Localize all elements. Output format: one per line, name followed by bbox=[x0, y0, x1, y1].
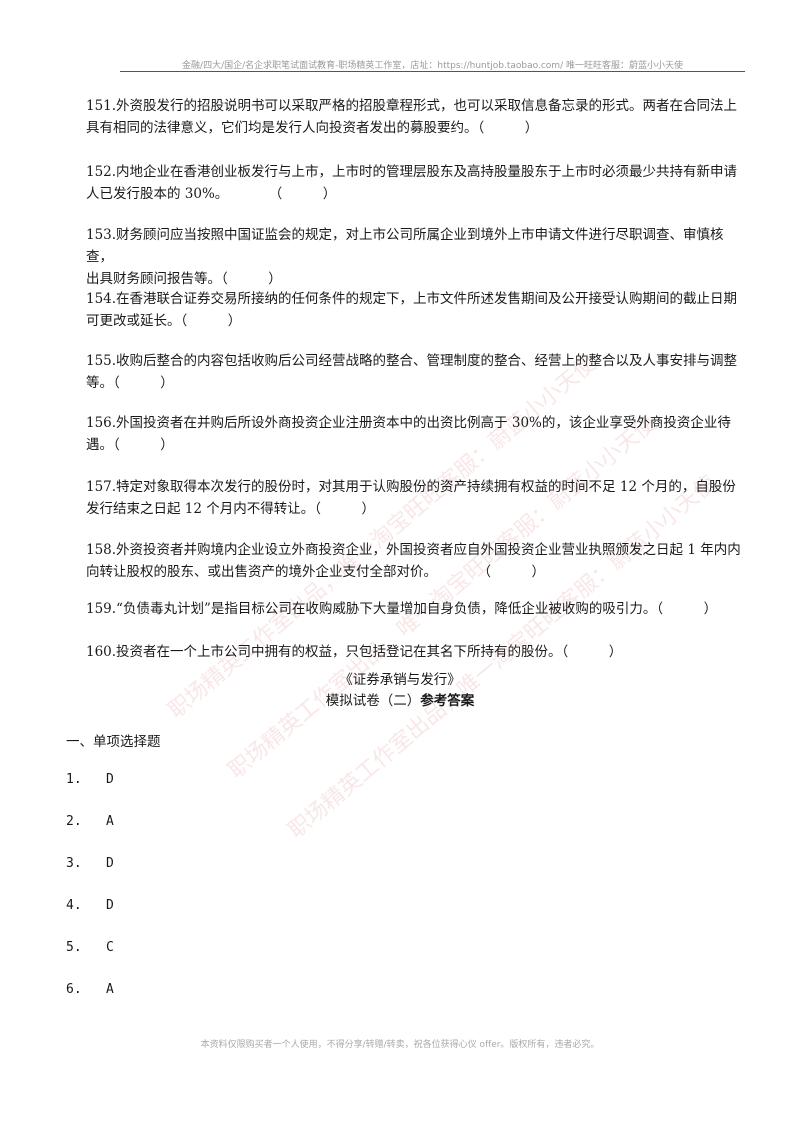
question-158: 158.外资投资者并购境内企业设立外商投资企业，外国投资者应自外国投资企业营业执… bbox=[86, 539, 746, 583]
question-155: 155.收购后整合的内容包括收购后公司经营战略的整合、管理制度的整合、经营上的整… bbox=[86, 350, 746, 394]
answer-item: 6. A bbox=[66, 982, 114, 997]
watermark: 职场精英工作室出品，唯一淘宝旺旺客服：蔚蓝小小天使 bbox=[223, 411, 662, 784]
question-157: 157.特定对象取得本次发行的股份时，对其用于认购股份的资产持续拥有权益的时间不… bbox=[86, 476, 746, 520]
answer-title: 《证券承销与发行》 bbox=[339, 672, 461, 688]
question-text-line: 发行结束之日起 12 个月内不得转让。（ ） bbox=[86, 501, 376, 517]
answer-letter: C bbox=[106, 940, 114, 955]
answer-item: 2. A bbox=[66, 814, 114, 829]
answer-letter: D bbox=[106, 856, 114, 871]
question-159: 159.“负债毒丸计划”是指目标公司在收购威胁下大量增加自身负债，降低企业被收购… bbox=[86, 598, 746, 620]
question-160: 160.投资者在一个上市公司中拥有的权益，只包括登记在其名下所持有的股份。（ ） bbox=[86, 641, 746, 663]
header-rule bbox=[120, 71, 745, 72]
question-text-line: 遇。（ ） bbox=[86, 437, 174, 453]
question-text-line: 158.外资投资者并购境内企业设立外商投资企业，外国投资者应自外国投资企业营业执… bbox=[86, 542, 741, 558]
answer-number: 5. bbox=[66, 940, 82, 955]
question-text-line: 等。（ ） bbox=[86, 375, 174, 391]
question-text-line: 157.特定对象取得本次发行的股份时，对其用于认购股份的资产持续拥有权益的时间不… bbox=[86, 479, 736, 495]
answer-item: 1. D bbox=[66, 772, 114, 787]
question-text-line: 152.内地企业在香港创业板发行与上市，上市时的管理层股东及高持股量股东于上市时… bbox=[86, 164, 738, 180]
answer-subtitle-normal: 模拟试卷（二） bbox=[325, 693, 421, 709]
answer-subtitle-bold: 参考答案 bbox=[420, 693, 475, 709]
page-footer: 本资料仅限购买者一个人使用，不得分享/转赠/转卖，祝各位获得心仪 offer。版… bbox=[200, 1040, 600, 1050]
answer-item: 5. C bbox=[66, 940, 114, 955]
question-153: 153.财务顾问应当按照中国证监会的规定，对上市公司所属企业到境外上市申请文件进… bbox=[86, 224, 746, 290]
section-heading: 一、单项选择题 bbox=[66, 734, 161, 750]
question-text-line: 151.外资股发行的招股说明书可以采取严格的招股章程形式，也可以采取信息备忘录的… bbox=[86, 98, 738, 114]
question-text-line: 155.收购后整合的内容包括收购后公司经营战略的整合、管理制度的整合、经营上的整… bbox=[86, 353, 738, 369]
answer-letter: A bbox=[106, 814, 114, 829]
question-text-line: 156.外国投资者在并购后所设外商投资企业注册资本中的出资比例高于 30%的，该… bbox=[86, 415, 731, 431]
question-text-line: 160.投资者在一个上市公司中拥有的权益，只包括登记在其名下所持有的股份。（ ） bbox=[86, 644, 623, 660]
question-154: 154.在香港联合证券交易所接纳的任何条件的规定下，上市文件所述发售期间及公开接… bbox=[86, 288, 746, 332]
answer-letter: A bbox=[106, 982, 114, 997]
question-text-line: 153.财务顾问应当按照中国证监会的规定，对上市公司所属企业到境外上市申请文件进… bbox=[86, 227, 724, 265]
question-156: 156.外国投资者在并购后所设外商投资企业注册资本中的出资比例高于 30%的，该… bbox=[86, 412, 746, 456]
question-text-line: 159.“负债毒丸计划”是指目标公司在收购威胁下大量增加自身负债，降低企业被收购… bbox=[86, 601, 718, 617]
answer-item: 3. D bbox=[66, 856, 114, 871]
page-header: 金融/四大/国企/名企求职笔试面试教育-职场精英工作室，店址：https://h… bbox=[182, 61, 683, 71]
answer-item: 4. D bbox=[66, 898, 114, 913]
question-text-line: 向转让股权的股东、或出售资产的境外企业支付全部对价。 （ ） bbox=[86, 564, 545, 580]
question-text-line: 出具财务顾问报告等。（ ） bbox=[86, 271, 282, 287]
question-text-line: 具有相同的法律意义，它们均是发行人向投资者发出的募股要约。（ ） bbox=[86, 120, 539, 136]
question-152: 152.内地企业在香港创业板发行与上市，上市时的管理层股东及高持股量股东于上市时… bbox=[86, 161, 746, 205]
answer-letter: D bbox=[106, 898, 114, 913]
question-text-line: 可更改或延长。（ ） bbox=[86, 313, 242, 329]
answer-number: 6. bbox=[66, 982, 82, 997]
answer-letter: D bbox=[106, 772, 114, 787]
question-text-line: 人已发行股本的 30%。 （ ） bbox=[86, 186, 337, 202]
answer-number: 3. bbox=[66, 856, 82, 871]
question-text-line: 154.在香港联合证券交易所接纳的任何条件的规定下，上市文件所述发售期间及公开接… bbox=[86, 291, 738, 307]
answer-number: 1. bbox=[66, 772, 82, 787]
question-151: 151.外资股发行的招股说明书可以采取严格的招股章程形式，也可以采取信息备忘录的… bbox=[86, 95, 746, 139]
answer-number: 2. bbox=[66, 814, 82, 829]
answer-subtitle: 模拟试卷（二）参考答案 bbox=[0, 691, 800, 711]
answer-number: 4. bbox=[66, 898, 82, 913]
watermark: 职场精英工作室出品，唯一淘宝旺旺客服：蔚蓝小小天使 bbox=[163, 351, 602, 724]
